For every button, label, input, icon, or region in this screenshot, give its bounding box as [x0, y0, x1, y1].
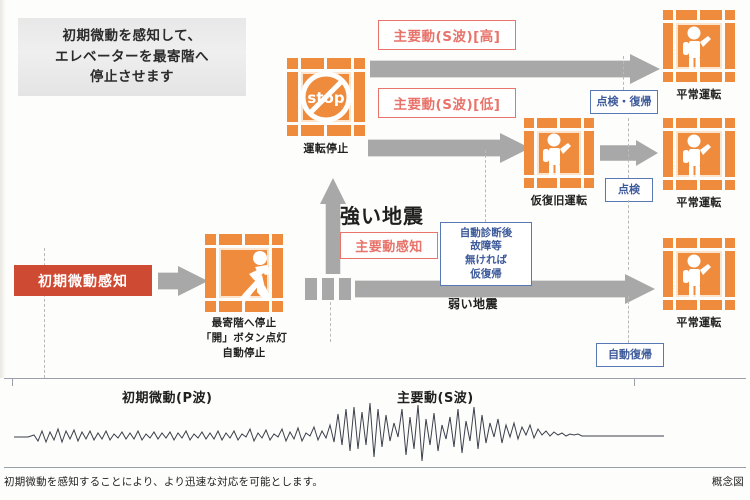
- arrow-temp-to-normal-middle: [600, 140, 658, 166]
- main-motion-detect-box: 主要動感知: [340, 232, 438, 259]
- elevator-normal-bottom: 平常運転: [663, 238, 735, 329]
- guide-line-inspect-recover: [623, 56, 624, 90]
- auto-diagnosis-line-2: 故障等: [470, 240, 502, 253]
- footer-note: 概念図: [711, 476, 744, 488]
- strong-quake-label: 強い地震: [340, 204, 424, 228]
- standing-person-icon: [683, 254, 711, 298]
- elevator-normal-top: 平常運転: [663, 10, 735, 101]
- elevator-gap-v-mid: [557, 118, 560, 131]
- elevator-gap-v-mid: [697, 238, 700, 251]
- elevator-gap-v-mid-b: [697, 69, 700, 82]
- elevator-temporary-recovery-caption: 仮復旧運転: [530, 194, 588, 207]
- inspect-recover-box: 点検・復帰: [590, 90, 658, 114]
- elevator-gap-v-left: [673, 118, 676, 190]
- s-wave-high-box: 主要動(S波)[高]: [378, 20, 516, 50]
- guide-line-left: [44, 248, 45, 378]
- elevator-gap-v-right: [722, 10, 725, 82]
- auto-diagnosis-line-1: 自動診断後: [459, 226, 513, 239]
- elevator-gap-v-right: [581, 118, 584, 188]
- guide-line-branch: [330, 302, 331, 342]
- elevator-normal-top-caption: 平常運転: [676, 88, 722, 101]
- elevator-operation-stop-caption: 運転停止: [303, 142, 349, 155]
- elevator-nearest-floor: 最寄階へ停止 「開」ボタン点灯 自動停止: [201, 234, 287, 359]
- header-note-line-3: 停止させます: [90, 69, 174, 86]
- guide-line-auto-recover: [628, 296, 629, 343]
- elevator-operation-stop: stop 運転停止: [287, 58, 365, 155]
- elevator-nearest-floor-caption: 最寄階へ停止 「開」ボタン点灯 自動停止: [189, 316, 299, 362]
- caption-line-1: 最寄階へ停止: [211, 317, 277, 329]
- elevator-gap-v-right: [722, 118, 725, 190]
- auto-diagnosis-box: 自動診断後 故障等 無ければ 仮復帰: [440, 222, 532, 286]
- header-note-box: 初期微動を感知して、 エレベーターを最寄階へ 停止させます: [18, 18, 246, 96]
- standing-person-icon: [683, 134, 711, 178]
- weak-quake-label: 弱い地震: [448, 297, 499, 311]
- guide-line-diagnosis: [485, 150, 486, 222]
- running-person-icon: [239, 251, 271, 302]
- footer-caption: 初期微動を感知することにより、より迅速な対応を可能とします。: [4, 476, 324, 488]
- caption-line-3: 自動停止: [222, 347, 266, 360]
- branch-dash-1: [305, 278, 317, 300]
- elevator-gap-v-mid: [324, 58, 327, 72]
- elevator-gap-v-left: [298, 58, 301, 136]
- arrow-stop-to-temporary-recovery: [368, 133, 530, 163]
- elevator-normal-middle-caption: 平常運転: [676, 196, 722, 209]
- branch-dash-2: [322, 278, 334, 300]
- auto-diagnosis-line-3: 無ければ: [465, 254, 507, 266]
- arrow-trigger-to-nearest-floor: [158, 266, 208, 296]
- elevator-gap-v-mid: [242, 234, 245, 248]
- standing-person-icon: [543, 133, 571, 177]
- p-wave-label: 初期微動(P波): [122, 391, 213, 406]
- seismograph-panel: 初期微動(P波) 主要動(S波): [4, 378, 746, 468]
- elevator-temporary-recovery: 仮復旧運転: [524, 118, 594, 207]
- seismograph-waveform: [14, 402, 664, 462]
- page-edge-shadow: [0, 0, 6, 378]
- elevator-normal-bottom-caption: 平常運転: [676, 316, 722, 329]
- s-wave-label: 主要動(S波): [397, 391, 474, 406]
- header-note-line-1: 初期微動を感知して、: [62, 27, 202, 44]
- elevator-gap-v-mid-b: [697, 297, 700, 310]
- elevator-gap-v-mid-b: [324, 122, 327, 136]
- inspect-box: 点検: [605, 178, 653, 202]
- initial-tremor-detect-chip: 初期微動感知: [14, 265, 152, 296]
- elevator-gap-v-mid-b: [242, 298, 245, 312]
- guide-line-inspect-bottom: [628, 200, 629, 270]
- caption-line-2: 「開」ボタン点灯: [200, 332, 288, 345]
- arrow-stop-to-normal-top: [370, 54, 660, 84]
- elevator-gap-v-left: [673, 238, 676, 310]
- standing-person-icon: [683, 26, 711, 70]
- elevator-gap-v-mid: [697, 10, 700, 23]
- branch-dash-3: [339, 278, 351, 300]
- elevator-normal-middle: 平常運転: [663, 118, 735, 209]
- seis-tick-right: [634, 378, 635, 386]
- elevator-gap-v-mid-b: [697, 177, 700, 190]
- s-wave-low-box: 主要動(S波)[低]: [378, 88, 516, 118]
- elevator-gap-v-mid-b: [557, 175, 560, 188]
- elevator-gap-v-right: [722, 238, 725, 310]
- header-note-line-2: エレベーターを最寄階へ: [55, 48, 209, 65]
- elevator-gap-v-left: [673, 10, 676, 82]
- elevator-gap-v-left: [216, 234, 219, 312]
- elevator-gap-v-right: [351, 58, 354, 136]
- elevator-gap-v-mid: [697, 118, 700, 131]
- stop-sign-icon: stop: [300, 71, 352, 123]
- seis-tick-left: [12, 378, 13, 386]
- auto-recover-box: 自動復帰: [596, 343, 664, 367]
- elevator-gap-v-left: [534, 118, 537, 188]
- guide-line-inspect-top: [628, 118, 629, 178]
- svg-text:stop: stop: [307, 89, 344, 107]
- auto-diagnosis-line-4: 仮復帰: [470, 267, 502, 280]
